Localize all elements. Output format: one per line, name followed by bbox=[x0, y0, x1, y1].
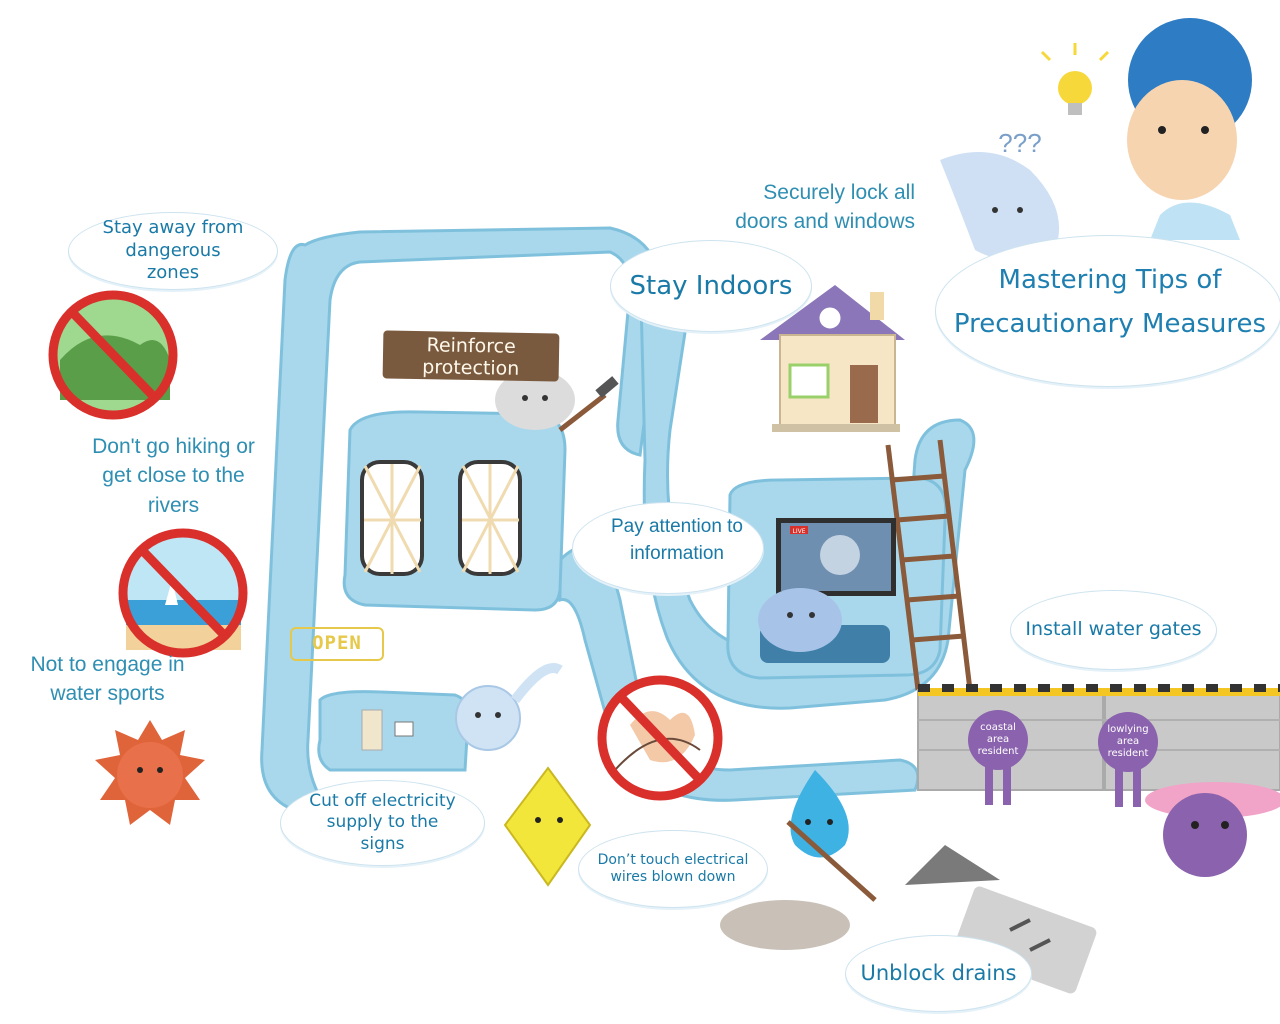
thinking-wind-character bbox=[940, 152, 1060, 260]
tip-water-sports: Not to engage in water sports bbox=[30, 653, 185, 706]
feng-lower-left-block bbox=[317, 690, 470, 772]
resident-characters bbox=[968, 710, 1280, 877]
cloud-character-sofa bbox=[758, 588, 890, 663]
tip-lock-doors: Securely lock all doors and windows bbox=[735, 181, 915, 234]
drain-debris bbox=[720, 845, 1097, 994]
taped-windows bbox=[360, 460, 522, 576]
wind-drop-character bbox=[455, 663, 563, 751]
feng-left-stroke bbox=[260, 226, 662, 814]
title-line-1: Mastering Tips of bbox=[998, 265, 1222, 295]
title-cloud bbox=[935, 235, 1280, 387]
resident-tag-lowlying: lowlying area resident bbox=[1107, 724, 1149, 759]
house-icon bbox=[760, 285, 905, 432]
no-touch-wires-icon bbox=[597, 675, 723, 801]
tip-dont-touch: Don’t touch electrical wires blown down bbox=[578, 830, 768, 908]
tip-pay-attention-text: Pay attention to information bbox=[610, 516, 744, 564]
page-title: Mastering Tips of Precautionary Measures bbox=[930, 258, 1280, 346]
title-line-2: Precautionary Measures bbox=[953, 309, 1267, 340]
open-neon-sign: OPEN bbox=[290, 627, 384, 661]
ladder-icon bbox=[885, 439, 973, 691]
sun-character bbox=[95, 720, 205, 825]
reinforce-signboard: Reinforce protection bbox=[382, 330, 560, 382]
tip-install-gates: Install water gates bbox=[1010, 590, 1217, 670]
drain-worker-character bbox=[786, 770, 877, 902]
tip-cut-off: Cut off electricity supply to the signs bbox=[280, 780, 485, 866]
socket-and-plug bbox=[361, 709, 414, 751]
tv-icon: LIVE bbox=[776, 518, 896, 596]
tv-live-label: LIVE bbox=[792, 528, 805, 535]
question-marks: ??? bbox=[998, 128, 1042, 158]
resident-tag-coastal: coastal area resident bbox=[977, 722, 1019, 757]
no-water-sports-icon bbox=[118, 528, 248, 658]
hammer-cloud-character bbox=[495, 370, 619, 432]
lightbulb-icon bbox=[1040, 43, 1110, 115]
tip-pay-attention bbox=[572, 502, 764, 594]
boy-character bbox=[1127, 18, 1252, 240]
no-hiking-icon bbox=[48, 290, 178, 420]
tip-hiking: Don't go hiking or get close to the rive… bbox=[92, 435, 255, 517]
signal-character bbox=[503, 766, 592, 887]
tip-unblock-drains: Unblock drains bbox=[845, 935, 1032, 1012]
tip-stay-indoors: Stay Indoors bbox=[610, 240, 812, 332]
tip-stay-away: Stay away from dangerous zones bbox=[68, 212, 278, 290]
